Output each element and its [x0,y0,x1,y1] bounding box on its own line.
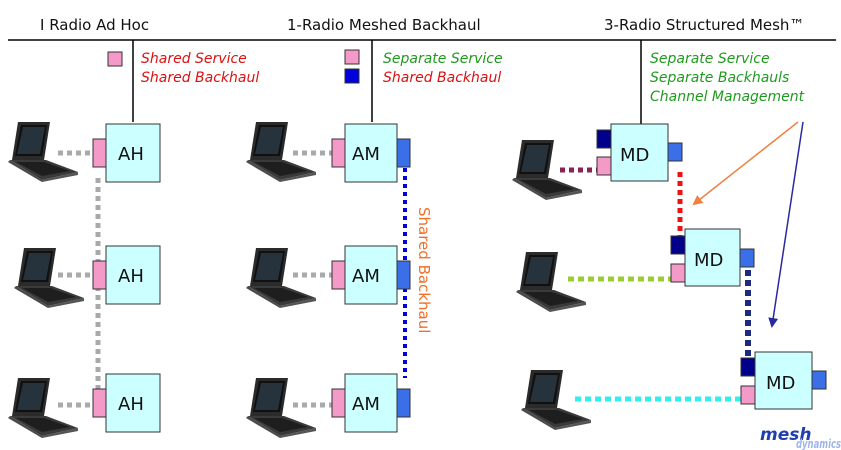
node-label: AH [118,266,144,287]
laptop-icon [246,378,316,438]
legend-meshed-line1: Separate Service [383,51,503,67]
meshdynamics-logo: mesh dynamics [760,425,841,450]
legend-service-swatch [344,49,360,65]
legend-adhoc-line2: Shared Backhaul [141,70,259,86]
node-label: AM [352,394,380,415]
legend-service-swatch [107,51,123,67]
node-md: MD [740,351,827,410]
laptop-icon [516,252,586,312]
legend-structured-line3: Channel Management [650,89,805,105]
legend-structured-line1: Separate Service [650,51,770,67]
node-am: AM [331,245,411,305]
laptop-icon [8,378,78,438]
node-label: AH [118,394,144,415]
node-label: MD [620,145,649,166]
legend-backhaul-swatch [344,68,360,84]
node-am: AM [331,373,411,433]
arrow-icon [768,121,804,328]
node-label: AM [352,144,380,165]
node-md: MD [596,123,683,182]
shared-backhaul-label: Shared Backhaul [415,207,433,333]
header-meshed: 1-Radio Meshed Backhaul [287,16,481,34]
node-ah: AH [92,245,161,305]
node-md: MD [670,228,755,287]
node-label: MD [694,250,723,271]
node-label: MD [766,373,795,394]
header-structured: 3-Radio Structured Mesh™ [604,16,804,34]
node-label: AM [352,266,380,287]
header-adhoc: I Radio Ad Hoc [40,16,149,34]
node-ah: AH [92,373,161,433]
laptop-icon [14,248,84,308]
legend-adhoc-line1: Shared Service [141,51,247,67]
logo-word-mesh: mesh [760,425,811,445]
node-label: AH [118,144,144,165]
legend-meshed-line2: Shared Backhaul [383,70,501,86]
arrow-icon [692,121,799,206]
logo-word-dynamics: dynamics [796,437,841,450]
node-ah: AH [92,123,161,183]
laptop-icon [246,248,316,308]
legend-structured-line2: Separate Backhauls [650,70,789,86]
node-am: AM [331,123,411,183]
